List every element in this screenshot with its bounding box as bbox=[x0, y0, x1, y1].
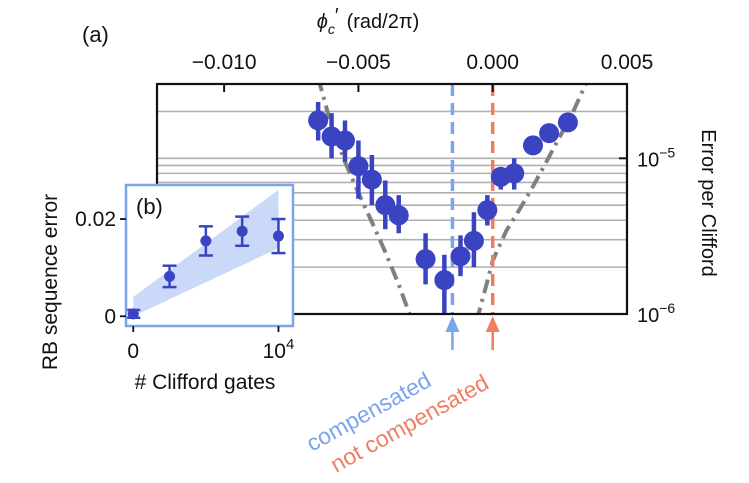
b-data-points bbox=[126, 215, 286, 320]
b-data-point bbox=[164, 270, 176, 282]
b-x-ticks: 0 104 bbox=[127, 326, 294, 363]
a-y-tick-label: 10−5 bbox=[637, 144, 675, 171]
a-data-point bbox=[415, 249, 436, 270]
a-data-point bbox=[361, 169, 382, 190]
a-data-point bbox=[504, 163, 525, 184]
b-y-axis-title: RB sequence error bbox=[39, 194, 62, 370]
a-y-tick-label-base: 10 bbox=[637, 149, 659, 171]
b-y-tick-label: 0 bbox=[104, 305, 116, 328]
panel-a-label: (a) bbox=[82, 22, 109, 47]
a-x-tick-label: −0.010 bbox=[192, 51, 257, 74]
a-data-point bbox=[335, 130, 355, 151]
a-x-axis-subscript: c bbox=[328, 21, 335, 37]
b-x-axis-title: # Clifford gates bbox=[135, 371, 276, 394]
annotations: compensated not compensated bbox=[302, 316, 500, 477]
a-fit-curve bbox=[317, 84, 412, 314]
annotation-arrow-head bbox=[445, 316, 460, 332]
a-x-tick-label: 0.005 bbox=[601, 51, 654, 74]
a-x-tick-label: 0.000 bbox=[466, 51, 519, 74]
a-y-tick-label-base: 10 bbox=[637, 305, 659, 327]
b-data-point bbox=[236, 225, 248, 237]
a-data-point bbox=[388, 205, 409, 226]
a-data-point bbox=[450, 246, 471, 267]
a-data-point bbox=[539, 123, 560, 144]
b-data-point bbox=[127, 308, 139, 320]
a-fit-curves bbox=[317, 84, 588, 314]
b-data-point bbox=[272, 230, 284, 242]
a-data-point bbox=[434, 270, 455, 291]
a-x-axis-prime: ′ bbox=[335, 5, 339, 27]
a-x-tick-label: −0.005 bbox=[326, 51, 391, 74]
a-x-axis-units: (rad/2π) bbox=[347, 11, 420, 33]
a-x-ticks: −0.010 −0.005 0.000 0.005 bbox=[192, 51, 654, 92]
a-data-point bbox=[477, 200, 498, 221]
a-data-point bbox=[463, 230, 484, 251]
panel-b-label: (b) bbox=[136, 194, 163, 219]
a-y-tick-label: 10−6 bbox=[637, 300, 675, 327]
b-x-tick-label: 104 bbox=[263, 336, 295, 363]
b-y-ticks: 00.02 bbox=[75, 208, 126, 328]
a-data-point bbox=[523, 135, 543, 156]
a-data-point bbox=[557, 112, 578, 133]
a-y-axis-title: Error per Clifford bbox=[697, 129, 719, 276]
a-y-tick-label-exp: −5 bbox=[659, 144, 675, 160]
b-plot-frame bbox=[124, 183, 295, 328]
b-x-tick-label-exp: 4 bbox=[286, 336, 294, 353]
b-x-tick-label-base: 10 bbox=[263, 340, 286, 363]
b-x-tick-label: 0 bbox=[127, 340, 139, 363]
b-data-point bbox=[200, 235, 212, 247]
a-y-tick-label-exp: −6 bbox=[659, 300, 675, 316]
a-data-point bbox=[348, 156, 369, 177]
annotation-arrow-head bbox=[485, 316, 500, 332]
annotation-arrows bbox=[445, 316, 500, 350]
a-x-axis-symbol: ϕ bbox=[317, 11, 328, 33]
b-y-tick-label: 0.02 bbox=[75, 208, 116, 231]
a-data-points bbox=[308, 101, 578, 314]
a-x-axis-title: ϕc′ (rad/2π) bbox=[317, 5, 420, 37]
a-data-point bbox=[308, 110, 329, 131]
a-y-ticks: 10−610−5 bbox=[619, 144, 675, 327]
